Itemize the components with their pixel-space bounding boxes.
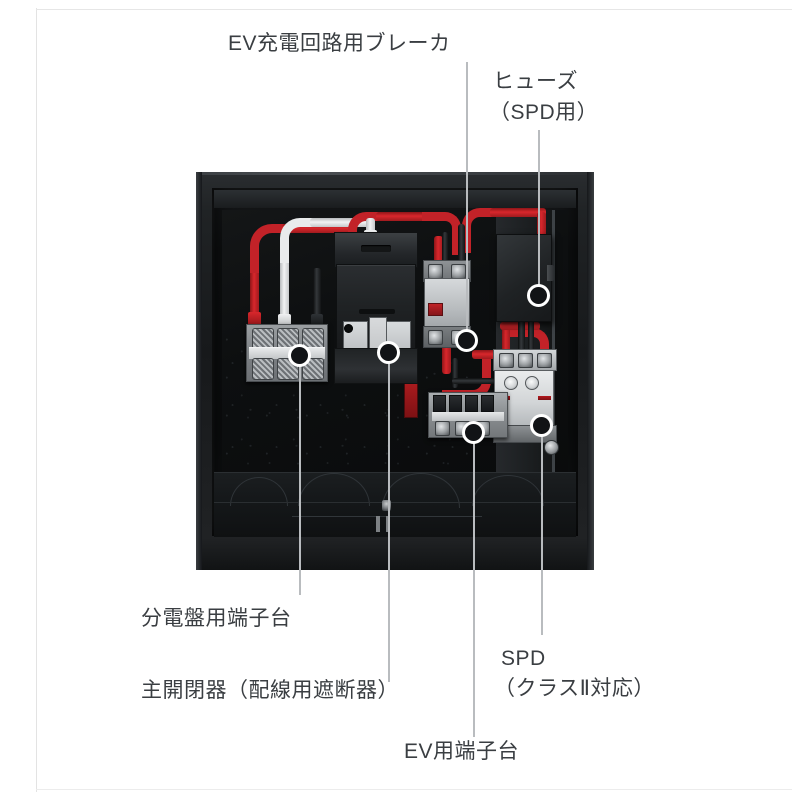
- label-spd-line1: SPD: [501, 647, 546, 670]
- shelf-seam: [214, 502, 576, 504]
- earth-ground-screw: [544, 440, 559, 455]
- mccb-vent: [359, 309, 395, 314]
- label-ev-breaker: EV充電回路用ブレーカ: [228, 32, 451, 55]
- callout-dot-dist-terminal[interactable]: [288, 344, 311, 367]
- spd-status-window: [504, 376, 518, 390]
- cable-live: [490, 208, 546, 217]
- cable-neutral-bend: [280, 218, 327, 263]
- enclosure-left-edge: [196, 172, 202, 570]
- shelf-screw: [382, 500, 391, 511]
- cable-earth: [442, 232, 448, 268]
- label-fuse-line1: ヒューズ: [493, 70, 578, 93]
- callout-dot-fuse[interactable]: [527, 284, 550, 307]
- ev-breaker-body: [424, 278, 470, 337]
- mccb-bottom-cover: [334, 348, 418, 384]
- terminal-screw: [537, 353, 552, 368]
- callout-dot-ev-terminal[interactable]: [462, 421, 485, 444]
- terminal-cover-bar: [432, 412, 504, 421]
- fuse-box-latch[interactable]: [547, 265, 554, 281]
- cable-live-bend: [422, 212, 461, 255]
- terminal-screw: [451, 264, 466, 279]
- callout-dot-ev-breaker[interactable]: [455, 329, 478, 352]
- cable-live: [502, 320, 510, 352]
- cable-earth: [452, 358, 458, 388]
- leader-line-ev-terminal: [473, 432, 475, 737]
- mccb-body: [336, 264, 418, 418]
- enclosure-right-edge: [587, 172, 594, 570]
- label-fuse-line2: （SPD用）: [489, 101, 599, 124]
- right-channel-edge: [552, 210, 555, 478]
- shelf-slot: [376, 516, 380, 532]
- enclosure-interior-top-rail: [214, 190, 576, 208]
- main-circuit-breaker-mccb[interactable]: [334, 232, 418, 418]
- product-photo: [196, 172, 594, 570]
- callout-dot-main-breaker[interactable]: [377, 341, 400, 364]
- leader-line-ev-breaker: [466, 62, 468, 340]
- bottom-knockout-shelf: [214, 472, 576, 537]
- cable-live-bend: [506, 328, 549, 369]
- terminal-screw: [435, 421, 450, 436]
- spd-status-window: [525, 376, 539, 390]
- cable-live: [376, 212, 442, 221]
- cable-earth: [518, 314, 525, 354]
- spd-stripe: [538, 396, 551, 400]
- cable-earth: [313, 268, 321, 328]
- leader-line-fuse: [538, 130, 540, 295]
- terminal-screw: [428, 264, 443, 279]
- cable-earth: [452, 378, 496, 384]
- cable-live-bend: [250, 224, 299, 273]
- spd-fuse-box[interactable]: [496, 234, 554, 322]
- terminal-cap: [433, 395, 446, 412]
- mccb-top-cover: [334, 232, 418, 268]
- leader-line-dist-terminal: [299, 355, 301, 595]
- distribution-board-terminal-block[interactable]: [246, 324, 328, 382]
- label-main-breaker: 主開閉器（配線用遮断器）: [141, 679, 399, 702]
- enclosure-top-highlight: [196, 172, 594, 175]
- terminal-cap: [481, 395, 494, 412]
- terminal-screw: [252, 358, 274, 380]
- callout-dot-spd[interactable]: [530, 414, 553, 437]
- page-frame-top-rule: [36, 9, 792, 10]
- label-spd-line2: （クラスⅡ対応）: [494, 677, 655, 700]
- ev-breaker-indicator: [428, 303, 443, 316]
- leader-line-main-breaker: [388, 352, 390, 682]
- terminal-screw: [518, 353, 533, 368]
- mccb-top-vent: [361, 245, 391, 252]
- label-dist-terminal: 分電盤用端子台: [141, 607, 292, 630]
- cable-earth: [528, 318, 534, 354]
- terminal-cap: [465, 395, 478, 412]
- cable-neutral: [280, 244, 289, 328]
- label-ev-terminal: EV用端子台: [404, 740, 520, 763]
- cable-earth: [458, 224, 465, 272]
- mccb-screw-recess: [344, 324, 353, 333]
- page-frame-left-rule: [36, 8, 37, 792]
- cable-neutral: [310, 218, 374, 227]
- terminal-screw: [428, 330, 443, 345]
- terminal-screw: [499, 353, 514, 368]
- terminal-cap: [449, 395, 462, 412]
- cable-live: [250, 248, 259, 326]
- cable-neutral: [366, 218, 375, 240]
- cable-live: [434, 236, 443, 266]
- spd-top-terminals: [493, 349, 557, 371]
- leader-line-spd: [541, 425, 543, 635]
- page-frame-bottom-rule: [36, 789, 792, 790]
